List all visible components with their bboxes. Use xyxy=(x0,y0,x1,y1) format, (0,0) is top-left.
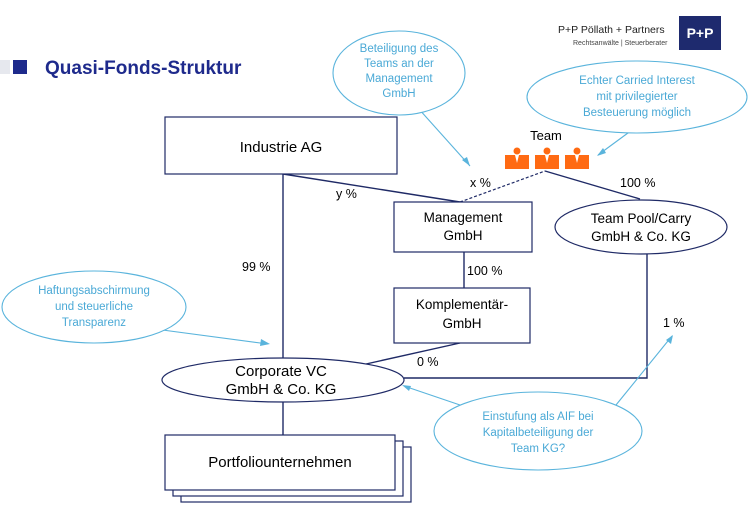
callout-carried-line-1: Echter Carried Interest xyxy=(579,75,695,87)
header-accent-square xyxy=(13,60,27,74)
callout-beteiligung-arrowhead xyxy=(462,157,470,166)
callout-beteiligung-line-3: Management xyxy=(365,73,433,85)
callout-beteiligung-line-1: Beteiligung des xyxy=(360,43,439,55)
callout-einstufung-pointer-left xyxy=(403,385,461,406)
firm-name: P+P Pöllath + Partners xyxy=(558,24,665,36)
edge-label-100-komplementaer: 100 % xyxy=(467,264,502,278)
node-teampool-label-1: Team Pool/Carry xyxy=(591,211,692,226)
node-komplementaer-label-2: GmbH xyxy=(442,316,481,331)
logo-text: P+P xyxy=(687,25,714,41)
edge-industrie-management xyxy=(282,173,461,203)
node-portfolio xyxy=(164,434,396,491)
page-title: Quasi-Fonds-Struktur xyxy=(45,58,242,79)
firm-subtitle: Rechtsanwälte | Steuerberater xyxy=(573,40,668,47)
node-industrie-ag-label: Industrie AG xyxy=(240,139,323,156)
edge-team-management xyxy=(459,170,546,203)
callout-haftung-line-3: Transparenz xyxy=(62,317,126,329)
edge-komplementaer-corporate xyxy=(365,342,461,365)
callout-einstufung-line-1: Einstufung als AIF bei xyxy=(482,411,593,423)
team-person-icon xyxy=(535,147,559,169)
callout-haftung-line-1: Haftungsabschirmung xyxy=(38,285,150,297)
callout-einstufung-line-2: Kapitalbeteiligung der xyxy=(483,427,594,439)
logo xyxy=(679,16,721,50)
callout-einstufung-pointer-right xyxy=(615,335,673,406)
node-team-pool-carry xyxy=(554,199,728,255)
callout-carried-interest xyxy=(526,60,748,134)
node-corporate-vc xyxy=(161,357,405,403)
header-accent-bar-light xyxy=(0,60,10,74)
callout-beteiligung-pointer xyxy=(417,107,471,167)
node-corporate-label-2: GmbH & Co. KG xyxy=(226,381,337,398)
edge-teampool-corporate xyxy=(404,254,648,379)
edge-label-x: x % xyxy=(470,176,491,190)
callout-einstufung-line-3: Team KG? xyxy=(511,443,565,455)
node-komplementaer-label-1: Komplementär- xyxy=(416,297,508,312)
edge-label-0: 0 % xyxy=(417,355,439,369)
callout-einstufung-arrowhead-left xyxy=(402,385,411,391)
edge-label-1: 1 % xyxy=(663,316,685,330)
callout-carried-line-3: Besteuerung möglich xyxy=(583,107,691,119)
callout-beteiligung-line-4: GmbH xyxy=(382,88,415,100)
node-portfolio-label: Portfoliounternehmen xyxy=(208,454,351,471)
node-management-label-1: Management xyxy=(424,210,503,225)
node-management-label-2: GmbH xyxy=(443,228,482,243)
callout-haftung-arrowhead xyxy=(260,339,270,346)
node-management-gmbh xyxy=(393,201,533,253)
node-industrie-ag xyxy=(164,116,398,175)
callout-einstufung-aif xyxy=(433,391,643,471)
node-corporate-label-1: Corporate VC xyxy=(235,363,327,380)
team-label: Team xyxy=(530,128,562,143)
callout-beteiligung-line-2: Teams an der xyxy=(364,58,434,70)
callout-haftung-line-2: und steuerliche xyxy=(55,301,133,313)
edge-label-99: 99 % xyxy=(242,260,271,274)
callout-haftung xyxy=(1,270,187,344)
callout-carried-line-2: mit privilegierter xyxy=(596,91,677,103)
edge-label-y: y % xyxy=(336,187,357,201)
node-komplementaer-gmbh xyxy=(393,287,531,344)
node-teampool-label-2: GmbH & Co. KG xyxy=(591,229,691,244)
callout-einstufung-arrowhead-right xyxy=(666,335,673,344)
team-person-icon xyxy=(505,147,529,169)
callout-beteiligung xyxy=(332,30,466,116)
callout-carried-arrowhead xyxy=(597,148,606,156)
edge-team-teampool xyxy=(544,170,641,200)
edge-label-100-teampool: 100 % xyxy=(620,176,655,190)
team-person-icon xyxy=(565,147,589,169)
